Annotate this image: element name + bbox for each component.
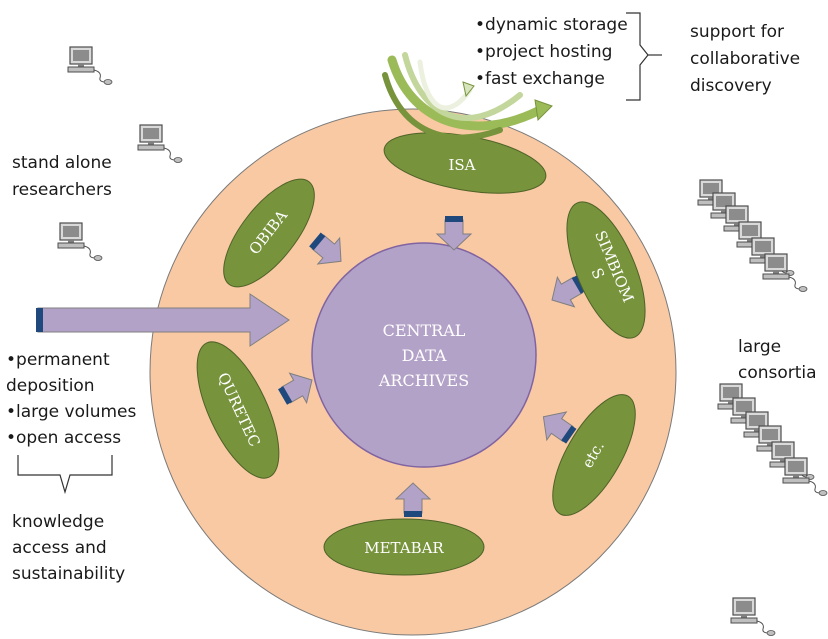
computer-icon [67,46,113,86]
deposition-line-4: •open access [6,428,121,448]
node-metabar [323,518,485,576]
computer-icon [57,222,103,262]
node-metabar-label: METABAR [364,539,444,557]
deposition-line-3: •large volumes [6,402,136,422]
support-line-2: collaborative [690,49,800,69]
top-brace [626,12,649,101]
standalone-line-2: researchers [12,180,112,200]
standalone-line-1: stand alone [12,153,112,173]
node-simbioms [566,201,646,339]
deposition-line-1: •permanent [6,350,110,370]
arrow-obiba [309,232,342,265]
support-line-3: discovery [690,76,772,96]
knowledge-line-2: access and [12,538,107,558]
deposition-arrow [36,293,290,347]
arrow-isa [435,216,473,251]
computer-icon [137,124,183,164]
consortia-line-2: consortia [738,363,817,383]
deposition-line-2: deposition [6,376,95,396]
top-feature-3: •fast exchange [475,69,605,89]
node-etc [552,394,636,516]
arrow-etc [542,411,577,444]
arrow-metabar [394,482,432,517]
computer-icon [730,597,776,637]
support-line-1: support for [690,22,784,42]
node-isa-label: ISA [448,156,475,174]
center-line-2: DATA [402,346,447,365]
center-line-3: ARCHIVES [378,371,469,390]
exchange-swirl [382,52,553,141]
top-feature-2: •project hosting [475,42,612,62]
node-quretec [196,341,280,479]
center-line-1: CENTRAL [383,321,466,340]
top-feature-1: •dynamic storage [475,15,628,35]
central-data-archives [311,242,537,468]
arrow-quretec [278,372,313,405]
knowledge-line-3: sustainability [12,564,125,584]
node-obiba [223,178,315,288]
consortia-line-1: large [738,337,781,357]
knowledge-line-1: knowledge [12,512,104,532]
knowledge-brace [17,455,113,495]
